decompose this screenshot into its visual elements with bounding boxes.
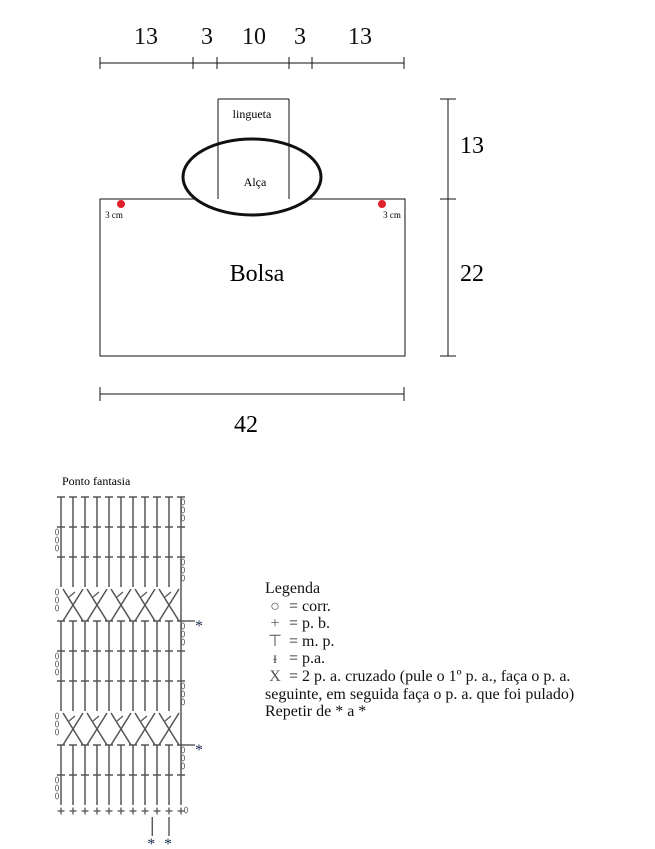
- chain-mark: [180, 498, 185, 506]
- stitch-chart: * * * *: [55, 496, 203, 849]
- single-crochet-plus-icon: +: [270, 615, 280, 633]
- chain-mark: [180, 574, 185, 582]
- crossed-double-crochet-mark: [158, 588, 180, 622]
- chain-mark: [55, 792, 60, 800]
- legend-text: = m. p.: [289, 632, 335, 650]
- chain-mark: [55, 652, 60, 660]
- legend-item: + = p. b.: [265, 615, 574, 633]
- stitch-slash: [164, 591, 172, 598]
- chain-mark: [180, 506, 185, 514]
- legend-continuation: seguinte, em seguida faça o p. a. que fo…: [265, 685, 575, 703]
- crossed-double-crochet-mark: [110, 712, 132, 746]
- chain-mark: [180, 514, 185, 522]
- top-dimension-line: [99, 57, 405, 69]
- top-dim-label: 13: [134, 24, 158, 50]
- chain-mark: [55, 720, 60, 728]
- crossed-double-crochet-mark: [86, 712, 108, 746]
- chain-mark: [55, 660, 60, 668]
- stitch-slash: [68, 715, 76, 722]
- top-dim-label: 10: [242, 24, 266, 50]
- measure-label: 3 cm: [105, 210, 123, 220]
- stitch-slash: [92, 715, 100, 722]
- chain-mark: [180, 754, 185, 762]
- chain-mark: [180, 558, 185, 566]
- chart-title: Ponto fantasia: [62, 474, 131, 488]
- legend-item: ⊤ = m. p.: [265, 633, 574, 651]
- stitch-slash: [92, 591, 100, 598]
- bottom-dimension-line: [99, 387, 405, 401]
- crossed-double-crochet-icon: X: [269, 667, 281, 685]
- chain-mark: [55, 776, 60, 784]
- measure-label: 3 cm: [383, 210, 401, 220]
- legend-item: X = 2 p. a. cruzado (pule o 1º p. a., fa…: [265, 668, 574, 686]
- repeat-asterisk: *: [147, 836, 155, 849]
- crossed-double-crochet-mark: [110, 588, 132, 622]
- stitch-slash: [140, 591, 148, 598]
- top-dim-label: 3: [294, 24, 306, 50]
- stitch-slash: [164, 715, 172, 722]
- repeat-asterisk: *: [195, 742, 203, 759]
- top-dim-label: 13: [348, 24, 372, 50]
- chain-mark: [55, 728, 60, 736]
- chain-mark: [180, 566, 185, 574]
- legend: Legenda ○ = corr.+ = p. b.⊤ = m. p.ᵻ = p…: [265, 580, 574, 721]
- stitch-slash: [68, 591, 76, 598]
- legend-title: Legenda: [265, 580, 321, 597]
- legend-text: = p.a.: [289, 650, 326, 668]
- chain-mark: [55, 784, 60, 792]
- bag-label: Bolsa: [230, 261, 285, 287]
- right-dim-label: 13: [460, 133, 484, 159]
- crossed-double-crochet-mark: [86, 588, 108, 622]
- crossed-double-crochet-mark: [158, 712, 180, 746]
- chain-mark: [180, 622, 185, 630]
- chain-mark: [180, 746, 185, 754]
- chain-mark: [55, 588, 60, 596]
- stitch-slash: [116, 591, 124, 598]
- legend-item: ○ = corr.: [265, 598, 574, 616]
- bottom-dim-label: 42: [234, 412, 258, 438]
- half-double-crochet-icon: ⊤: [268, 632, 282, 650]
- chain-mark: [183, 806, 188, 814]
- marker-dot: [378, 200, 386, 208]
- chain-mark: [180, 638, 185, 646]
- top-dim-label: 3: [201, 24, 213, 50]
- crossed-double-crochet-mark: [134, 712, 156, 746]
- legend-text: = p. b.: [289, 615, 331, 633]
- legend-text: = corr.: [289, 597, 331, 615]
- repeat-asterisk: *: [164, 836, 172, 849]
- legend-item: ᵻ = p.a.: [265, 650, 574, 668]
- chain-mark: [180, 698, 185, 706]
- chain-mark: [55, 604, 60, 612]
- chain-mark: [55, 668, 60, 676]
- chain-mark: [55, 596, 60, 604]
- chain-mark: [180, 762, 185, 770]
- crossed-double-crochet-mark: [62, 588, 84, 622]
- marker-dot: [117, 200, 125, 208]
- tab-label: lingueta: [233, 107, 272, 121]
- chain-mark: [180, 630, 185, 638]
- stitch-slash: [116, 715, 124, 722]
- chain-mark: [55, 712, 60, 720]
- chain-mark: [55, 536, 60, 544]
- chain-mark: [180, 690, 185, 698]
- crossed-double-crochet-mark: [62, 712, 84, 746]
- tab-outline: [217, 98, 290, 199]
- chain-mark: [55, 544, 60, 552]
- legend-text: = 2 p. a. cruzado (pule o 1º p. a., faça…: [289, 667, 571, 685]
- repeat-asterisk: *: [195, 618, 203, 635]
- chain-oval-icon: ○: [270, 597, 280, 615]
- crossed-double-crochet-mark: [134, 588, 156, 622]
- handle-label: Alça: [244, 175, 267, 189]
- legend-repeat: Repetir de * a *: [265, 703, 367, 721]
- right-dim-label: 22: [460, 261, 484, 287]
- chain-mark: [55, 528, 60, 536]
- right-dimension-line: [440, 98, 456, 357]
- stitch-slash: [140, 715, 148, 722]
- double-crochet-icon: ᵻ: [272, 650, 278, 668]
- chain-mark: [180, 682, 185, 690]
